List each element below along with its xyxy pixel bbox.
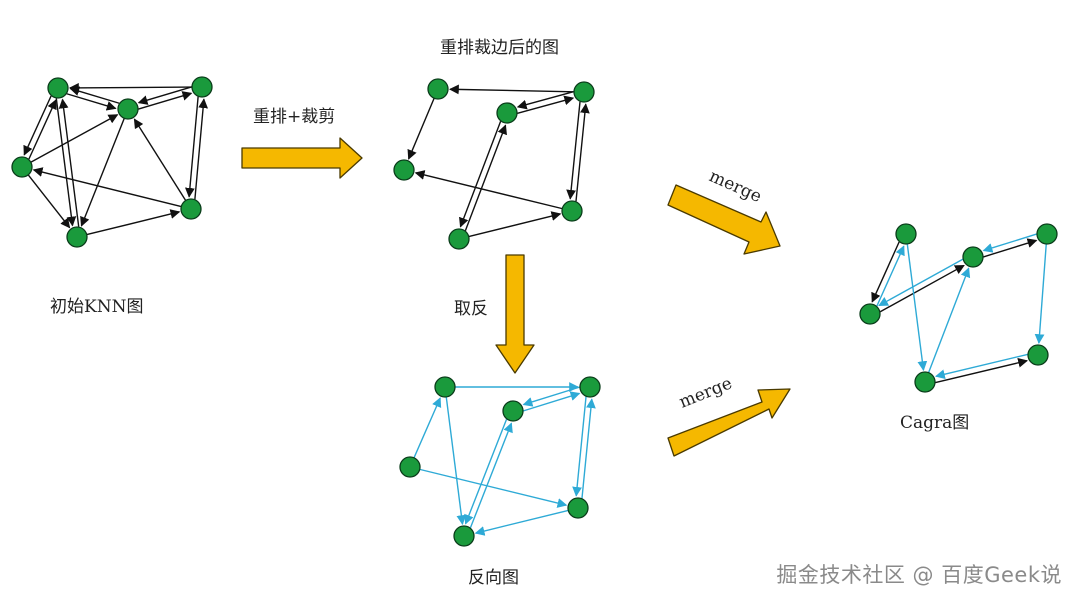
initial-edge-c-b: [138, 91, 193, 110]
arrow-reverse: [495, 254, 535, 374]
cagra-node-e: [914, 371, 936, 393]
pruned-edge-e-f: [468, 211, 562, 238]
cagra-reverse-edge-f-e: [935, 353, 1028, 380]
reverse-edge-f-e: [474, 509, 569, 536]
label-cagra: Cagra图: [900, 413, 969, 433]
reverse-node-f: [567, 497, 589, 519]
initial-edge-c-a: [69, 86, 120, 104]
label-rerank-prune: 重排+裁剪: [253, 107, 335, 127]
cagra-node-d: [859, 303, 881, 325]
cagra-node-a: [895, 223, 917, 245]
initial-node-d: [11, 156, 33, 178]
reverse-graph: [399, 376, 601, 547]
initial-edge-f-d: [32, 167, 182, 208]
pruned-node-c: [496, 102, 518, 124]
reverse-edge-b-f: [572, 396, 587, 497]
initial-edge-e-f: [86, 209, 181, 236]
cagra-node-b: [1036, 223, 1058, 245]
cagra-forward-edge-a-d: [871, 241, 900, 303]
initial-edge-d-e: [27, 174, 71, 229]
pruned-edge-a-d: [407, 97, 435, 160]
initial-node-e: [66, 226, 88, 248]
pruned-edge-f-d: [414, 170, 563, 210]
initial-edge-a-d: [23, 95, 52, 156]
cagra-graph: [859, 223, 1058, 393]
initial-edge-f-b: [194, 98, 208, 200]
label-initial-knn: 初始KNN图: [50, 297, 143, 317]
pruned-edge-c-b: [517, 95, 575, 114]
label-merge-top: merge: [706, 166, 765, 207]
pruned-node-e: [448, 228, 470, 250]
cagra-reverse-edge-d-a: [876, 245, 905, 307]
reverse-node-b: [579, 376, 601, 398]
reverse-edge-f-b: [581, 398, 596, 499]
cagra-reverse-edge-e-c: [927, 267, 971, 373]
pruned-edge-f-b: [575, 103, 590, 202]
initial-node-c: [117, 98, 139, 120]
cagra-reverse-edge-c-d: [878, 258, 964, 307]
reverse-edge-e-c: [469, 422, 513, 529]
initial-node-a: [47, 77, 69, 99]
watermark: 掘金技术社区 @ 百度Geek说: [776, 563, 1062, 587]
pruned-edge-e-c: [464, 124, 507, 231]
reverse-edge-d-a: [413, 397, 442, 459]
reverse-node-c: [502, 400, 524, 422]
reverse-edge-c-e: [464, 418, 508, 525]
reverse-edge-d-f: [419, 468, 568, 508]
initial-edge-d-c: [30, 114, 119, 163]
label-pruned: 重排裁边后的图: [440, 38, 559, 58]
pruned-node-d: [393, 159, 415, 181]
arrow-rerank-prune: [241, 137, 363, 179]
initial-edge-c-e: [80, 118, 125, 227]
initial-edge-d-a: [28, 99, 57, 160]
cagra-node-f: [1027, 344, 1049, 366]
pruned-node-f: [561, 200, 583, 222]
arrow-merge-bottom: [667, 388, 791, 457]
initial-node-b: [191, 76, 213, 98]
cagra-reverse-edge-a-e: [906, 243, 928, 372]
reverse-node-e: [453, 525, 475, 547]
initial-edge-a-c: [66, 93, 117, 111]
pruned-graph: [393, 78, 595, 250]
label-reverse: 反向图: [468, 568, 519, 588]
reverse-edge-a-e: [445, 396, 467, 526]
pruned-edge-b-a: [449, 84, 575, 95]
initial-edge-b-a: [69, 82, 193, 93]
initial-edge-e-a: [58, 98, 80, 227]
cagra-forward-edge-c-b: [983, 238, 1038, 258]
cagra-reverse-edge-b-f: [1034, 243, 1047, 345]
initial-edge-f-c: [133, 118, 187, 201]
label-merge-bottom: merge: [676, 373, 735, 412]
pruned-node-b: [573, 81, 595, 103]
initial-edge-a-e: [55, 98, 77, 227]
cagra-forward-edge-e-f: [935, 357, 1028, 384]
reverse-edge-c-b: [523, 391, 581, 412]
pruned-edge-c-e: [459, 121, 502, 228]
initial-edge-b-f: [185, 96, 199, 198]
arrow-merge-top: [667, 184, 781, 255]
label-reverse-op: 取反: [454, 299, 488, 319]
initial-node-f: [180, 198, 202, 220]
reverse-edge-b-c: [522, 386, 580, 407]
reverse-node-a: [434, 376, 456, 398]
cagra-reverse-edge-b-c: [982, 233, 1037, 253]
pruned-edge-b-c: [516, 91, 574, 110]
cagra-forward-edge-d-c: [879, 264, 965, 313]
reverse-node-d: [399, 456, 421, 478]
initial-edge-b-c: [137, 86, 192, 105]
initial-knn-graph: [11, 76, 213, 248]
pruned-edge-b-f: [566, 101, 581, 200]
pruned-node-a: [427, 78, 449, 100]
cagra-node-c: [962, 246, 984, 268]
